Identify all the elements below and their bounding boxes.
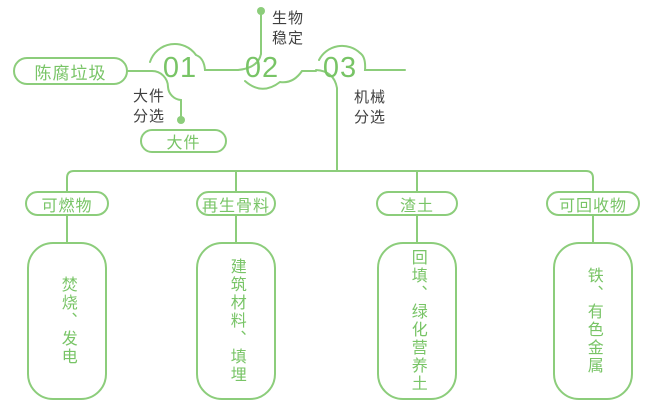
result-box-incineration: 焚烧、发电 bbox=[27, 242, 107, 400]
result-box-backfill: 回填、绿化营养土 bbox=[377, 242, 457, 400]
source-node: 陈腐垃圾 bbox=[13, 57, 128, 85]
result-box-metals: 铁、有色金属 bbox=[553, 242, 633, 400]
step-2-process-label: 生物 稳定 bbox=[272, 10, 305, 47]
branch-category-label: 可回收物 bbox=[558, 197, 627, 215]
branch-recycled-aggregate-node: 再生骨料 bbox=[196, 191, 276, 216]
result-box-building-material: 建筑材料、填埋 bbox=[196, 242, 276, 400]
result-text: 焚烧、发电 bbox=[58, 276, 76, 366]
step-1-number: 01 bbox=[162, 52, 198, 84]
step-3-process-label: 机械 分选 bbox=[354, 89, 387, 126]
branch-category-label: 渣土 bbox=[399, 197, 434, 215]
step-3-number: 03 bbox=[322, 52, 358, 84]
result-text: 回填、绿化营养土 bbox=[408, 249, 426, 393]
step-2-number: 02 bbox=[244, 52, 280, 84]
branch-category-label: 可燃物 bbox=[41, 197, 93, 215]
step-1-process-label: 大件 分选 bbox=[133, 88, 166, 125]
bulky-item-node: 大件 bbox=[140, 129, 227, 153]
source-label: 陈腐垃圾 bbox=[34, 63, 107, 83]
branch-recyclables-node: 可回收物 bbox=[546, 191, 640, 216]
branch-category-label: 再生骨料 bbox=[201, 197, 270, 215]
result-text: 建筑材料、填埋 bbox=[227, 258, 245, 384]
bulky-item-label: 大件 bbox=[166, 135, 201, 152]
branch-slag-soil-node: 渣土 bbox=[376, 191, 458, 216]
result-text: 铁、有色金属 bbox=[584, 267, 602, 375]
branch-combustibles-node: 可燃物 bbox=[25, 191, 109, 216]
